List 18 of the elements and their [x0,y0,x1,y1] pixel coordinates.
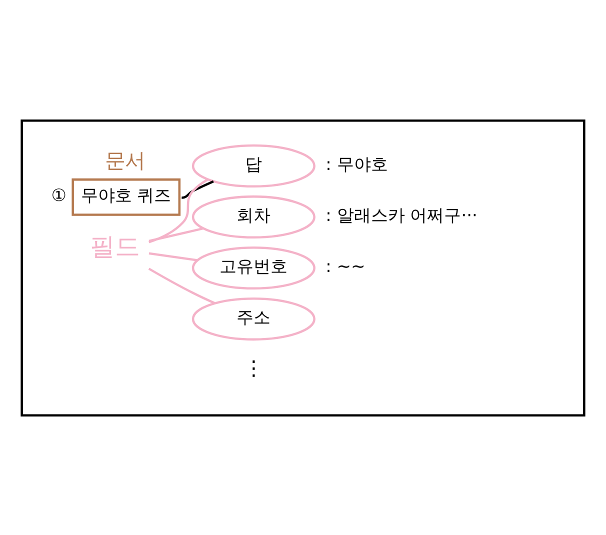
node-ellipse: 고유번호 [192,246,316,290]
node-label: ① [51,186,67,206]
cluster [20,118,586,416]
node-text: 필드 [90,232,140,261]
connector [148,267,216,304]
node-label: 문서 [105,148,146,172]
node-ellipse: 회차 [192,194,316,238]
connector [148,226,204,242]
node-ellipse: 주소 [192,296,316,340]
connector [148,178,208,243]
node-box: 무야호 퀴즈 [72,178,181,216]
node-label: : 무야호 [326,154,388,174]
node-label: : ~~ [326,256,366,276]
node-ellipse: 답 [192,144,316,187]
label: ⋮ [243,356,264,380]
node-label: : 알래스카 어쩌구··· [326,205,478,226]
connector [148,252,198,261]
connector [182,180,214,198]
